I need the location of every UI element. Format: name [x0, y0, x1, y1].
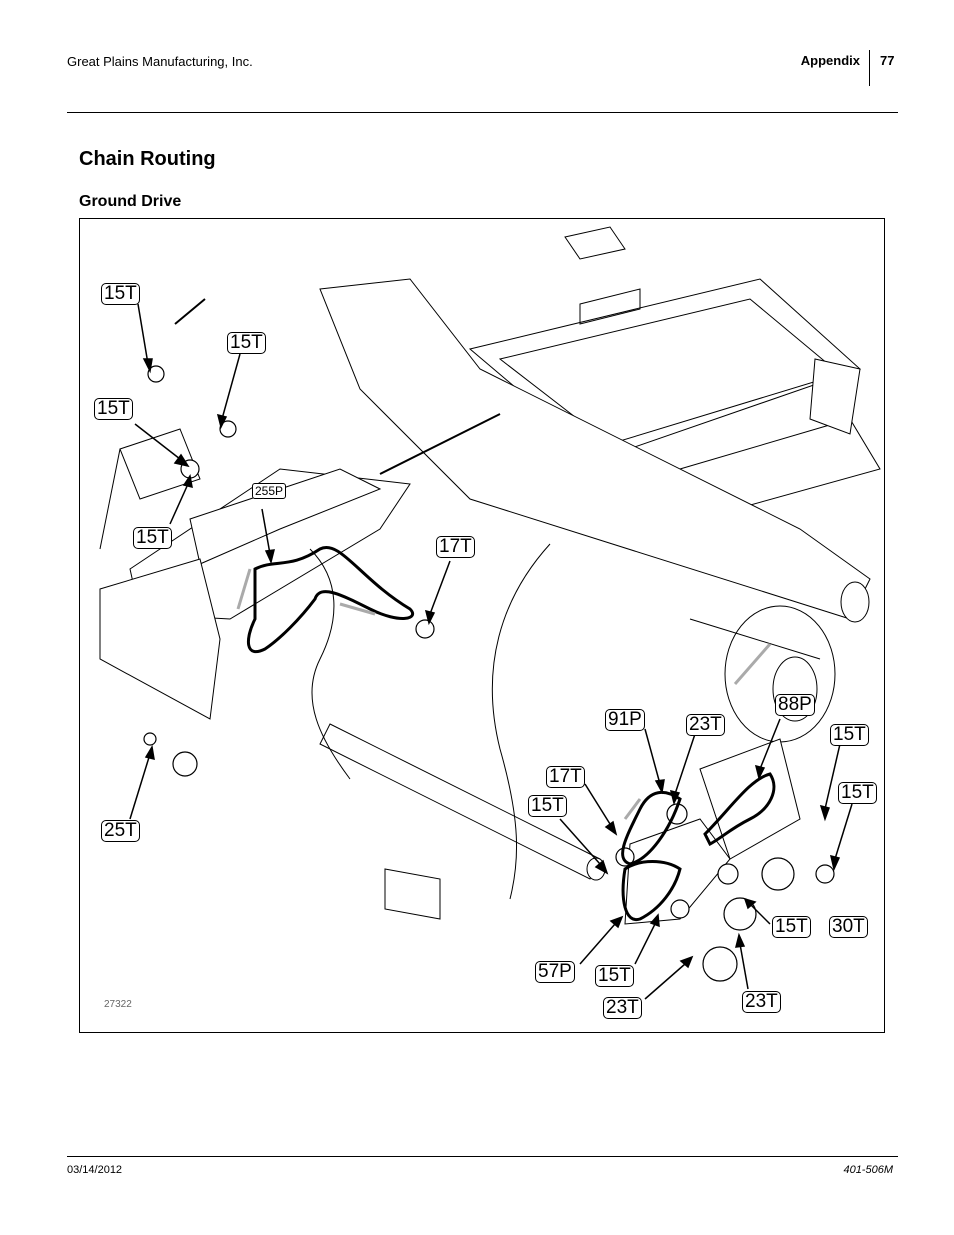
leader-arrows: [129, 303, 853, 1000]
callout-23t: 23T: [742, 991, 781, 1013]
callout-15t: 15T: [830, 724, 869, 746]
callout-15t: 15T: [838, 782, 877, 804]
callout-15t: 15T: [772, 916, 811, 938]
callout-15t: 15T: [133, 527, 172, 549]
footer-doc-number: 401-506M: [843, 1164, 893, 1176]
callout-15t: 15T: [595, 965, 634, 987]
section-subtitle: Ground Drive: [79, 193, 182, 210]
callout-255p: 255P: [252, 483, 287, 499]
header-rule: [67, 112, 898, 113]
page-number: 77: [880, 53, 895, 68]
footer-date: 03/14/2012: [67, 1164, 123, 1176]
ground-drive-illustration: [99, 226, 881, 1000]
callout-57p: 57P: [535, 961, 575, 983]
callout-88p: 88P: [775, 694, 815, 716]
callout-15t: 15T: [101, 283, 140, 305]
callout-23t: 23T: [603, 997, 642, 1019]
frame-drawing: [99, 226, 881, 925]
callout-25t: 25T: [101, 820, 140, 842]
chain-loops: [246, 546, 776, 922]
callout-91p: 91P: [605, 709, 645, 731]
callout-23t: 23T: [686, 714, 725, 736]
callout-15t: 15T: [227, 332, 266, 354]
figure-id: 27322: [104, 999, 132, 1010]
callout-15t: 15T: [528, 795, 567, 817]
header-divider: [869, 50, 870, 86]
callout-17t: 17T: [546, 766, 585, 788]
company-name: Great Plains Manufacturing, Inc.: [67, 54, 253, 69]
footer-rule: [67, 1156, 898, 1157]
chain-routing-figure: 27322 15T 15T 15T 15T 255P 17T 25T 91P 2…: [79, 218, 885, 1033]
rotation-arrows: [236, 568, 772, 820]
callout-15t: 15T: [94, 398, 133, 420]
section-name: Appendix: [800, 53, 860, 68]
page-title: Chain Routing: [79, 148, 216, 170]
callout-17t: 17T: [436, 536, 475, 558]
callout-30t: 30T: [829, 916, 868, 938]
